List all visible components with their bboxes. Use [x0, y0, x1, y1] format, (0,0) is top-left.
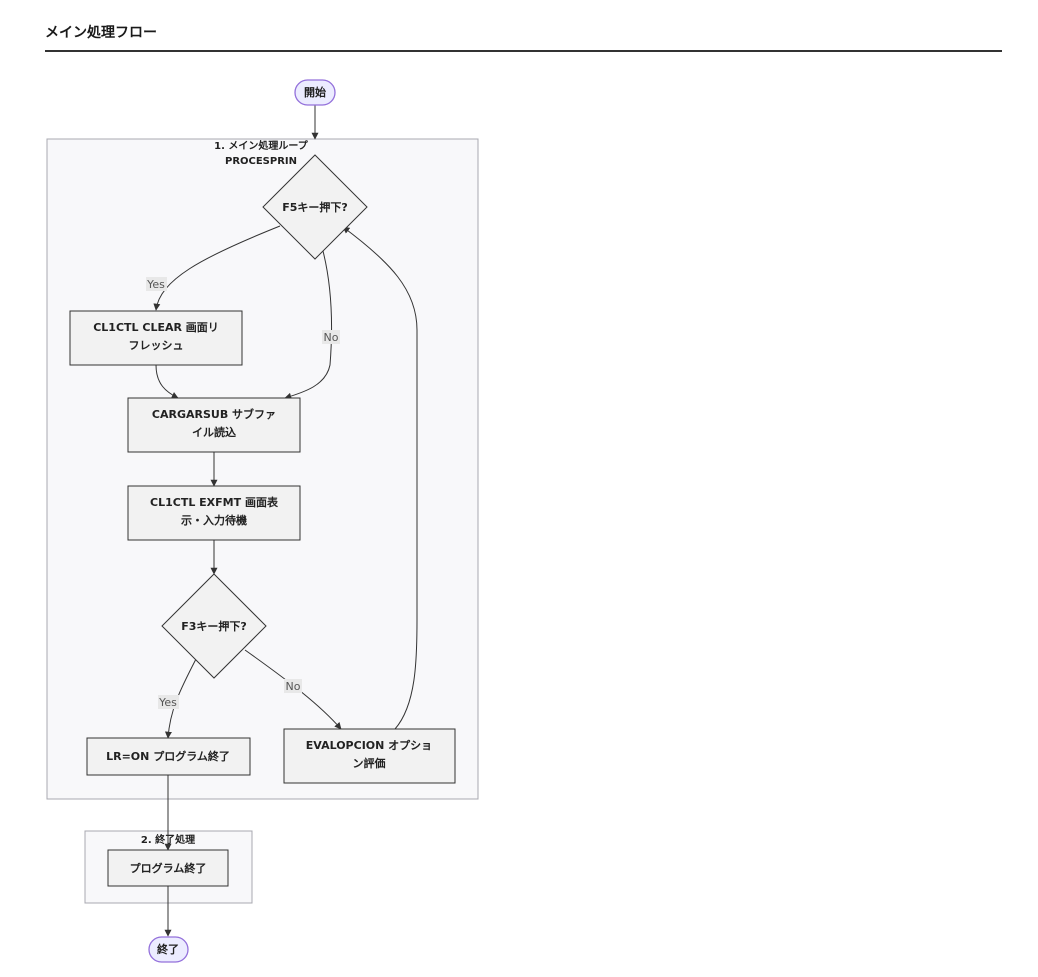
svg-text:終了: 終了	[157, 942, 179, 956]
decision-f3-key: F3キー押下?	[161, 573, 267, 679]
start-node: 開始	[294, 79, 336, 106]
process-lr-on: LR=ON プログラム終了	[86, 737, 251, 776]
cluster-main-loop-label: 1. メイン処理ループ PROCESPRIN	[214, 139, 309, 167]
label-line: プログラム終了	[130, 861, 207, 875]
label-line: LR=ON プログラム終了	[106, 749, 230, 763]
process-evalopcion: EVALOPCION オプション評価	[283, 728, 456, 784]
edge-label-f3-no: No	[284, 679, 302, 693]
edge-f5-no-to-cargarsub	[284, 250, 333, 400]
label-line: 1. メイン処理ループ	[214, 139, 309, 152]
process-cl1ctl-clear: CL1CTL CLEAR 画面リフレッシュ	[69, 310, 243, 366]
process-program-end: プログラム終了	[107, 849, 229, 887]
label-line: PROCESPRIN	[225, 156, 297, 167]
process-cargarsub: CARGARSUB サブファイル読込	[127, 397, 301, 453]
edge-evalop-to-f5	[342, 226, 418, 730]
label-line: CARGARSUB サブファ	[152, 407, 276, 421]
svg-text:CARGARSUB サブファイル読込: CARGARSUB サブファイル読込	[152, 407, 276, 439]
svg-text:EVALOPCION オプション評価: EVALOPCION オプション評価	[306, 738, 432, 770]
decision-f5-key: F5キー押下?	[262, 154, 368, 260]
edge-label-f3-yes: Yes	[158, 695, 179, 709]
label-line: F5キー押下?	[282, 200, 348, 214]
edge-label-f5-yes: Yes	[146, 277, 167, 291]
page-title: メイン処理フロー	[45, 25, 157, 41]
edge-clear-to-cargarsub	[155, 364, 179, 399]
svg-text:No: No	[286, 680, 301, 693]
edge-f5-yes-to-clear	[153, 225, 281, 311]
svg-text:F3キー押下?: F3キー押下?	[181, 619, 247, 633]
cluster-main-loop: 1. メイン処理ループ PROCESPRIN	[46, 138, 479, 800]
svg-text:開始: 開始	[304, 85, 326, 99]
label-line: ン評価	[353, 756, 386, 770]
svg-text:LR=ON プログラム終了: LR=ON プログラム終了	[106, 749, 230, 763]
label-line: EVALOPCION オプショ	[306, 738, 432, 752]
label-line: フレッシュ	[129, 339, 184, 352]
label-line: CL1CTL EXFMT 画面表	[150, 495, 279, 509]
label-line: F3キー押下?	[181, 619, 247, 633]
svg-text:プログラム終了: プログラム終了	[130, 861, 207, 875]
svg-text:No: No	[324, 331, 339, 344]
svg-text:Yes: Yes	[158, 696, 177, 709]
svg-text:Yes: Yes	[146, 278, 165, 291]
svg-text:F5キー押下?: F5キー押下?	[282, 200, 348, 214]
label-line: イル読込	[192, 425, 236, 439]
svg-text:CL1CTL EXFMT 画面表示・入力待機: CL1CTL EXFMT 画面表示・入力待機	[150, 495, 279, 527]
label-line: CL1CTL CLEAR 画面リ	[93, 321, 219, 334]
svg-text:CL1CTL CLEAR 画面リフレッシュ: CL1CTL CLEAR 画面リフレッシュ	[93, 321, 219, 352]
process-cl1ctl-exfmt: CL1CTL EXFMT 画面表示・入力待機	[127, 485, 301, 541]
end-node: 終了	[148, 936, 189, 963]
label-line: 示・入力待機	[180, 513, 247, 527]
title-divider	[45, 50, 1002, 52]
edge-label-f5-no: No	[322, 330, 340, 344]
